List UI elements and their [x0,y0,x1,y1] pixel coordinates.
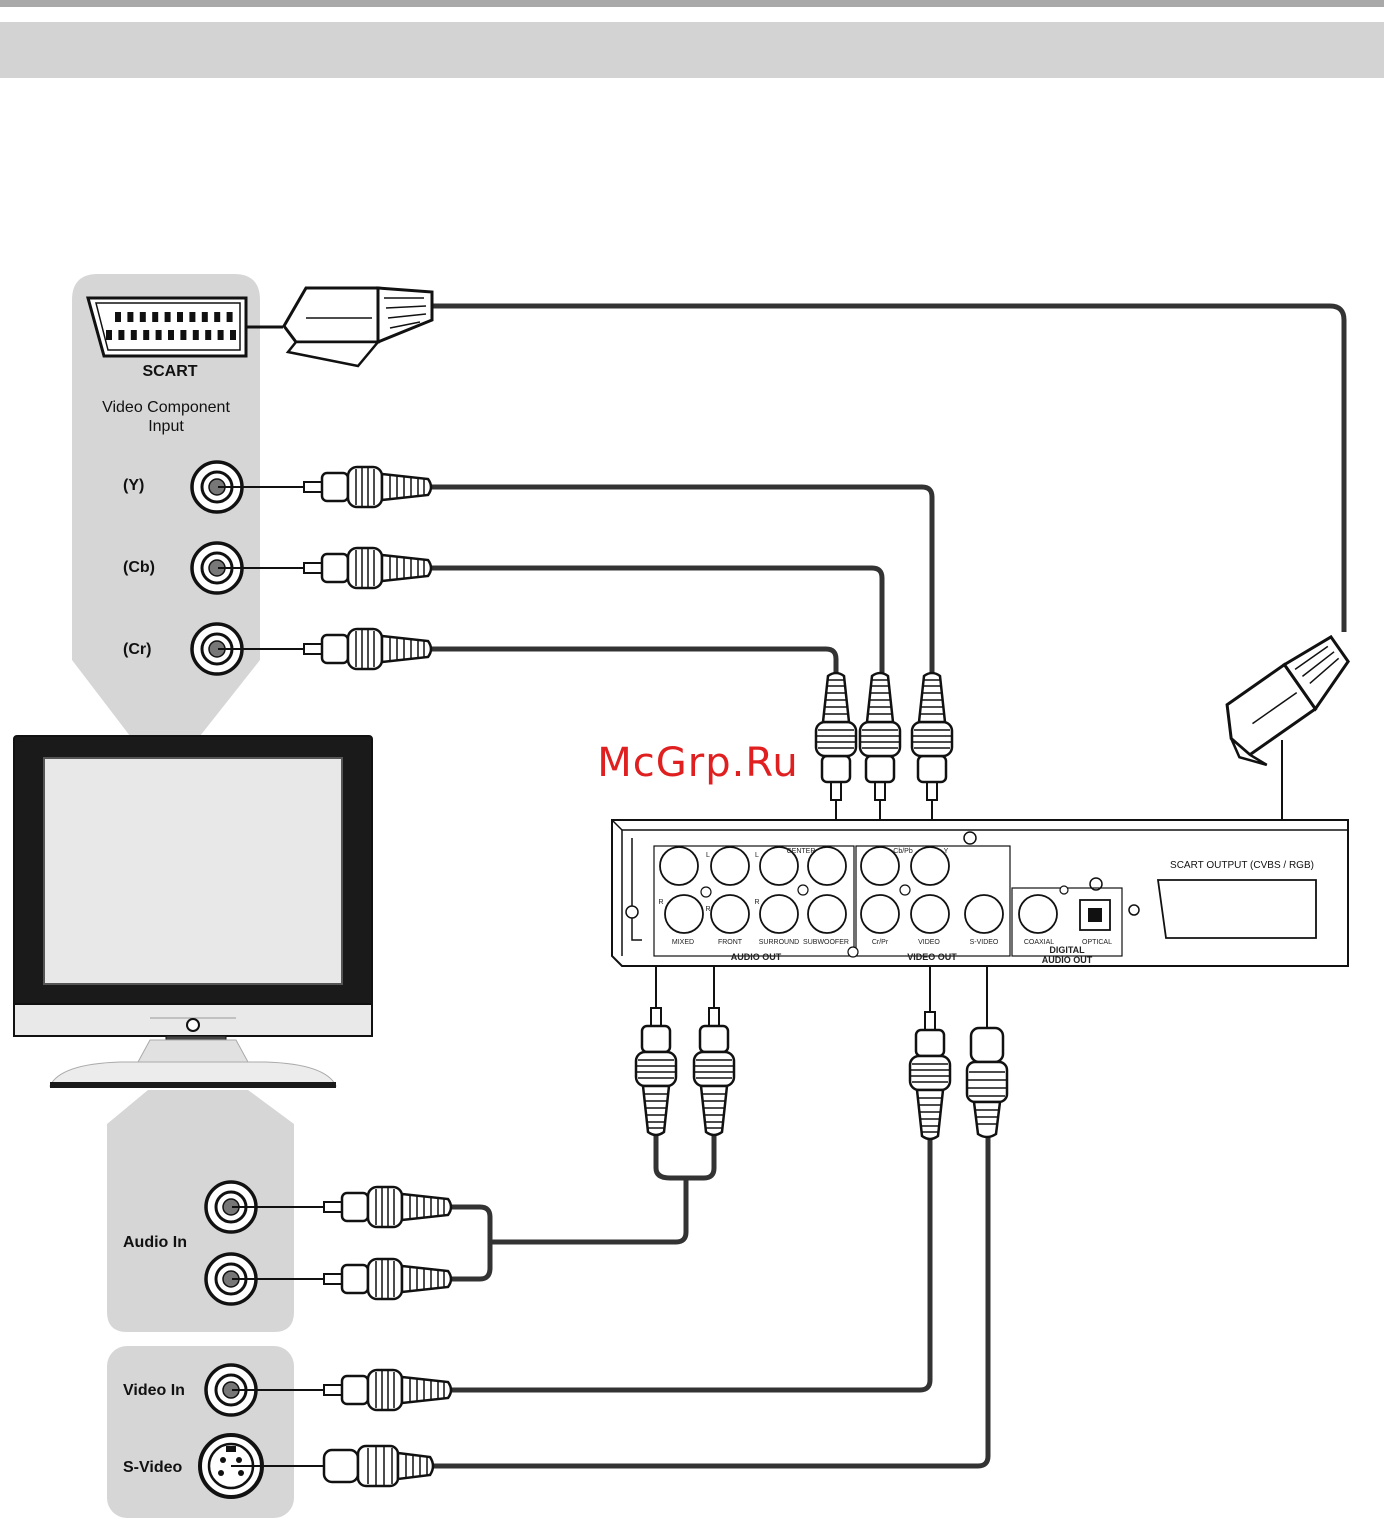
digital-audio-out-line2: AUDIO OUT [1042,955,1093,965]
audio-plug-player-right [694,1008,734,1135]
cb-plug-tv [304,548,431,588]
player-optical-jack [1080,900,1110,930]
scart-cable [432,306,1344,632]
label-subwoofer: SUBWOOFER [803,939,849,946]
scart-pin [214,312,220,322]
scart-pin [193,330,199,340]
scart-pin [177,312,183,322]
label-video: VIDEO [918,939,940,946]
scart-pin [127,312,133,322]
svideo-cable [434,1134,988,1466]
mark-l-surround: L [755,852,759,859]
mark-r-mixed: R [658,899,663,906]
player-video-jack [911,895,949,933]
label-svideo: S-VIDEO [970,939,999,946]
audio-plug-player-left [636,1008,676,1135]
y-plug-tv [304,467,431,507]
scart-plug-tv [284,288,432,366]
player-subwoofer-jack [808,895,846,933]
scart-pin [140,312,146,322]
audio-in-panel [107,1090,294,1332]
svideo-label: S-Video [123,1459,183,1476]
cb-label: (Cb) [123,559,155,576]
audio-plug-tv-bottom [324,1259,451,1299]
audio-in-label: Audio In [123,1234,187,1251]
scart-pin [202,312,208,322]
audio-out-label: AUDIO OUT [731,952,782,962]
y-cable [432,487,932,690]
scart-pin [106,330,112,340]
video-in-panel [107,1346,294,1518]
video-plug-tv [324,1370,451,1410]
video-cable [452,1134,930,1390]
mark-r-surround: R [754,899,759,906]
audio-y-split [656,1134,714,1178]
cb-cable [432,568,882,690]
scart-pin [143,330,149,340]
digital-audio-out-line1: DIGITAL [1049,945,1085,955]
label-y: Y [944,848,949,855]
player-coaxial-jack [1019,895,1057,933]
scart-pin [230,330,236,340]
top-rule [0,0,1384,7]
label-front: FRONT [718,939,743,946]
scart-pin [180,330,186,340]
component-title-line2: Input [148,418,184,435]
mark-r-front: R [705,906,710,913]
label-optical: OPTICAL [1082,939,1112,946]
scart-output-label: SCART OUTPUT (CVBS / RGB) [1170,860,1314,871]
watermark: McGrp.Ru [597,740,798,786]
player-surround-r-jack [760,895,798,933]
scart-pin [118,330,124,340]
svideo-plug-tv [324,1446,433,1486]
scart-pin [205,330,211,340]
scart-pin [131,330,137,340]
tv-monitor [14,736,372,1088]
label-mixed: MIXED [672,939,694,946]
scart-pin [165,312,171,322]
label-surround: SURROUND [759,939,799,946]
video-plug-player [910,1012,950,1139]
scart-pin [227,312,233,322]
y-plug-player [912,673,952,800]
cr-label: (Cr) [123,641,151,658]
header-band [0,22,1384,78]
y-label: (Y) [123,477,144,494]
scart-pin [152,312,158,322]
scart-pin [218,330,224,340]
label-crpr: Cr/Pr [872,939,889,946]
svideo-plug-player [967,1028,1007,1137]
player-front-l-jack [711,847,749,885]
player-crpr-jack [861,895,899,933]
scart-pin [168,330,174,340]
scart-pin [156,330,162,340]
cr-cable [432,649,836,690]
player-front-r-jack [711,895,749,933]
cr-plug-player [816,673,856,800]
cr-plug-tv [304,629,431,669]
mark-l-front: L [706,852,710,859]
player-mixed-r-jack [665,895,703,933]
label-center: CENTER [787,848,816,855]
cb-plug-player [860,673,900,800]
label-cbpb: Cb/Pb [893,848,913,855]
video-out-label: VIDEO OUT [907,952,957,962]
video-in-label: Video In [123,1382,185,1399]
player-svideo-jack [965,895,1003,933]
tv-scart-socket [88,298,246,356]
scart-label: SCART [142,363,197,380]
scart-pin [189,312,195,322]
component-title-line1: Video Component [102,399,230,416]
audio-plug-tv-top [324,1187,451,1227]
player-mixed-l-jack [660,847,698,885]
scart-plug-player [1211,634,1370,776]
scart-pin [115,312,121,322]
